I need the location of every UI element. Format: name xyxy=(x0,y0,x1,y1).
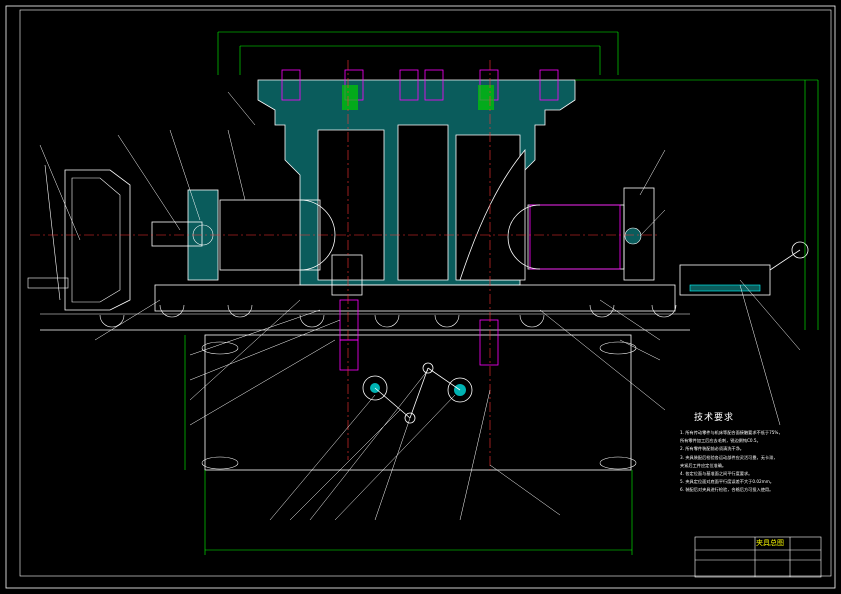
dimension-lines xyxy=(184,31,819,555)
top-bolts xyxy=(281,69,559,110)
requirement-item: 5. 夹具定位面对底面平行度误差不大于0.02mm。 xyxy=(680,479,774,485)
technical-requirements: 技术要求 1. 所有传动零件与机床等配合面接触要求不低于75%， 所有零件加工后… xyxy=(680,410,820,495)
technical-requirements-title: 技术要求 xyxy=(694,413,735,423)
title-block-drawing-name: 夹具总图 xyxy=(756,539,784,547)
main-body xyxy=(257,79,576,286)
requirement-item: 2. 所有零件装配前必须清洗干净。 xyxy=(680,446,744,452)
lower-bolts xyxy=(331,254,499,371)
requirement-item: 4. 各定位面与基准面之间平行度要求。 xyxy=(680,471,753,477)
right-clamp xyxy=(679,241,809,296)
requirement-item: 6. 装配后对夹具进行检验，合格后方可投入使用。 xyxy=(680,487,774,493)
lower-body xyxy=(204,334,632,471)
base-feet xyxy=(99,304,677,470)
linkage xyxy=(362,362,473,424)
right-cylinder xyxy=(507,187,655,281)
requirement-item: 所有零件加工后应去毛刺，锐边倒钝C0.5。 xyxy=(680,438,761,444)
requirement-item: 1. 所有传动零件与机床等配合面接触要求不低于75%， xyxy=(680,430,783,435)
title-block xyxy=(694,536,822,578)
center-lines xyxy=(30,60,660,470)
inner-border xyxy=(19,9,832,577)
requirement-item: 3. 夹具装配后检验各运动部件应灵活可靠，无卡滞， xyxy=(680,454,778,460)
sheet-border xyxy=(5,5,836,589)
left-fixture xyxy=(27,164,131,311)
requirement-item: 夹紧后工件应定位准确。 xyxy=(680,462,727,468)
leader-lines xyxy=(39,91,801,521)
base-plate xyxy=(154,284,676,312)
